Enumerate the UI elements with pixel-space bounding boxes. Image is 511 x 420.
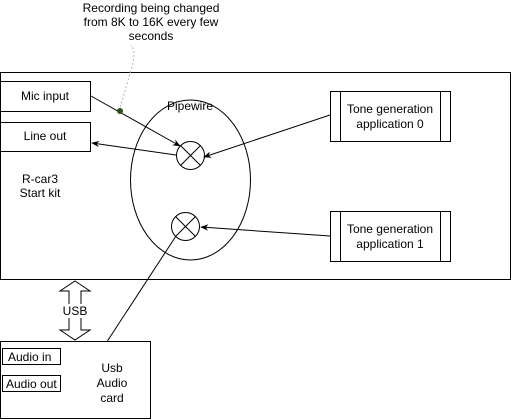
tone-app-1-box [330, 211, 451, 262]
pipewire-label: Pipewire [167, 99, 213, 113]
tone-app-1-line-2: application 1 [356, 237, 424, 251]
usb-label: USB [63, 304, 88, 318]
annotation-line-3: seconds [129, 29, 174, 43]
recording-annotation: Recording being changed from 8K to 16K e… [83, 1, 220, 43]
usb-card-label-line-1: Usb [101, 361, 123, 375]
annotation-line-2: from 8K to 16K every few [84, 15, 219, 29]
audio-in-box [2, 348, 61, 365]
mic-input-label: Mic input [21, 89, 70, 103]
mixer-to-line-out-arrow [91, 140, 177, 156]
audio-in-label: Audio in [8, 350, 51, 364]
audio-out-label: Audio out [6, 377, 57, 391]
annotation-line-1: Recording being changed [83, 1, 220, 15]
audio-out-box [2, 375, 61, 392]
tone-app-0-box [330, 91, 451, 142]
mic-to-mixer-arrow [90, 95, 181, 147]
usb-label-background [62, 304, 88, 318]
board-label-line-2: Start kit [20, 186, 61, 200]
tone-app-0-to-mixer-arrow [203, 114, 331, 158]
line-out-label: Line out [24, 129, 67, 143]
tone-app-0-line-2: application 0 [356, 117, 424, 131]
mixer-node-top [176, 141, 205, 170]
usb-card-label-line-3: card [100, 391, 123, 405]
mixer-node-bottom [171, 212, 200, 241]
line-out-box [0, 122, 91, 152]
tone-app-1-to-mixer-arrow [200, 224, 331, 237]
pipewire-ellipse [130, 99, 251, 261]
tone-app-0-line-1: Tone generation [347, 102, 433, 116]
board-label-line-1: R-car3 [22, 172, 58, 186]
tone-app-1-line-1: Tone generation [347, 222, 433, 236]
mic-input-box [0, 81, 91, 112]
usb-card-label-line-2: Audio [97, 376, 128, 390]
annotation-pointer-dot [117, 108, 123, 114]
